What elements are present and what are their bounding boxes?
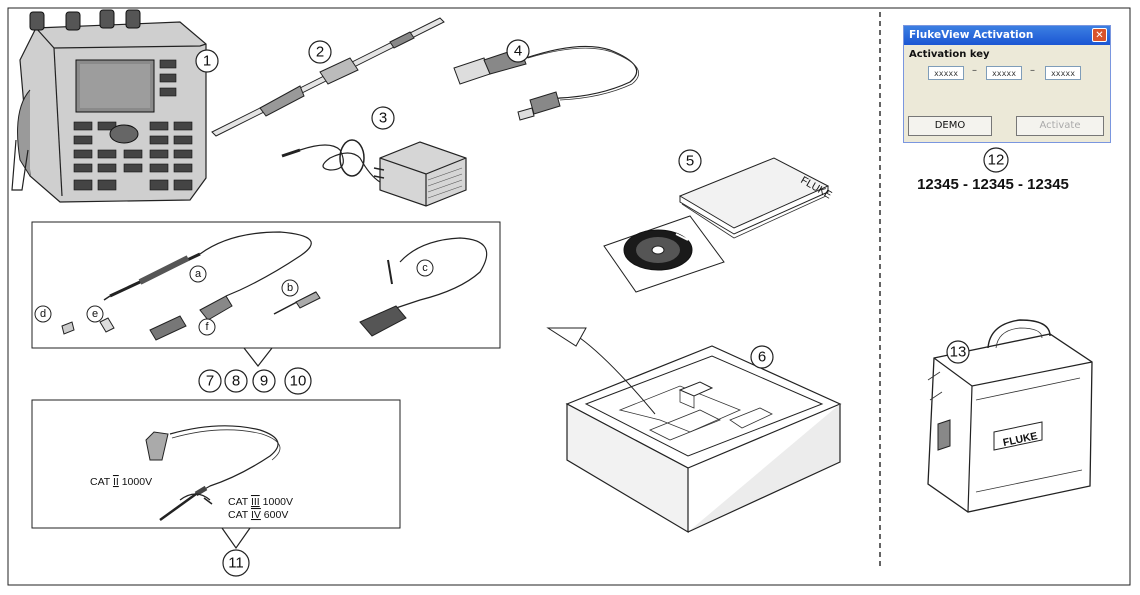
svg-text:c: c bbox=[422, 262, 428, 274]
close-icon[interactable]: ✕ bbox=[1092, 28, 1107, 42]
activation-key-field-2[interactable]: xxxxx bbox=[986, 66, 1022, 80]
svg-text:12: 12 bbox=[988, 152, 1005, 169]
callout-b: b bbox=[281, 279, 299, 297]
svg-text:8: 8 bbox=[232, 373, 240, 390]
svg-text:13: 13 bbox=[950, 344, 967, 361]
usb-cable-illustration bbox=[453, 45, 639, 121]
callout-a: a bbox=[189, 265, 207, 283]
shipping-box-illustration bbox=[565, 345, 842, 534]
callout-c: c bbox=[416, 259, 434, 277]
carry-case-illustration: FLUKE bbox=[927, 319, 1093, 513]
svg-text:d: d bbox=[40, 308, 46, 320]
callout-12: 12 bbox=[983, 147, 1009, 173]
svg-text:5: 5 bbox=[686, 153, 694, 170]
callout-7: 7 bbox=[198, 369, 222, 393]
svg-text:4: 4 bbox=[514, 43, 522, 60]
callout-4: 4 bbox=[506, 39, 530, 63]
callout-10: 10 bbox=[284, 367, 312, 395]
svg-text:a: a bbox=[195, 268, 202, 280]
cat4-label: CAT IV 600V bbox=[228, 509, 288, 521]
svg-text:7: 7 bbox=[206, 373, 214, 390]
probe-set-illustration bbox=[61, 231, 488, 341]
callout-8: 8 bbox=[224, 369, 248, 393]
callout-1: 1 bbox=[195, 49, 219, 73]
svg-text:3: 3 bbox=[379, 110, 387, 127]
svg-text:10: 10 bbox=[290, 373, 307, 390]
activate-button[interactable]: Activate bbox=[1016, 116, 1104, 136]
dialog-title-bar: FlukeView Activation ✕ bbox=[904, 26, 1110, 45]
activation-dialog: FlukeView Activation ✕ Activation key xx… bbox=[903, 25, 1111, 143]
activation-code-text: 12345 - 12345 - 12345 bbox=[917, 176, 1069, 193]
callout-f: f bbox=[198, 318, 216, 336]
key-separator: – bbox=[972, 65, 977, 76]
svg-text:f: f bbox=[205, 321, 209, 333]
svg-text:2: 2 bbox=[316, 44, 324, 61]
callout-2: 2 bbox=[308, 40, 332, 64]
scopemeter-illustration bbox=[11, 9, 207, 203]
test-lead-pointer bbox=[221, 527, 251, 550]
hanging-strap-illustration bbox=[211, 17, 445, 137]
callout-5: 5 bbox=[678, 149, 702, 173]
svg-text:9: 9 bbox=[260, 373, 268, 390]
callout-6: 6 bbox=[750, 345, 774, 369]
power-adapter-illustration bbox=[281, 139, 467, 207]
activation-key-fields: xxxxx – xxxxx – xxxxx bbox=[904, 60, 1110, 86]
test-lead-frame bbox=[31, 399, 401, 529]
cat2-label: CAT II 1000V bbox=[90, 476, 152, 488]
svg-text:e: e bbox=[92, 308, 98, 320]
unpack-arrow bbox=[579, 337, 656, 415]
activation-key-field-1[interactable]: xxxxx bbox=[928, 66, 964, 80]
manual-and-cd-illustration: FLUKE bbox=[603, 157, 834, 293]
demo-button[interactable]: DEMO bbox=[908, 116, 992, 136]
cat3-label: CAT III 1000V bbox=[228, 496, 293, 508]
outer-frame bbox=[7, 7, 1131, 586]
test-lead-illustration bbox=[145, 425, 281, 522]
svg-text:6: 6 bbox=[758, 349, 766, 366]
svg-text:11: 11 bbox=[228, 555, 244, 572]
callout-9: 9 bbox=[252, 369, 276, 393]
svg-text:b: b bbox=[287, 282, 293, 294]
callout-e: e bbox=[86, 305, 104, 323]
callout-d: d bbox=[34, 305, 52, 323]
callout-3: 3 bbox=[371, 106, 395, 130]
probe-set-pointer bbox=[243, 347, 273, 367]
key-separator: – bbox=[1030, 65, 1035, 76]
probe-set-frame bbox=[31, 221, 501, 349]
callout-13: 13 bbox=[946, 340, 970, 364]
activation-key-label: Activation key bbox=[909, 49, 990, 60]
dialog-title: FlukeView Activation bbox=[909, 29, 1034, 41]
activation-key-field-3[interactable]: xxxxx bbox=[1045, 66, 1081, 80]
callout-11: 11 bbox=[222, 549, 250, 577]
unpack-arrow-head bbox=[546, 327, 587, 347]
svg-text:1: 1 bbox=[203, 53, 211, 70]
